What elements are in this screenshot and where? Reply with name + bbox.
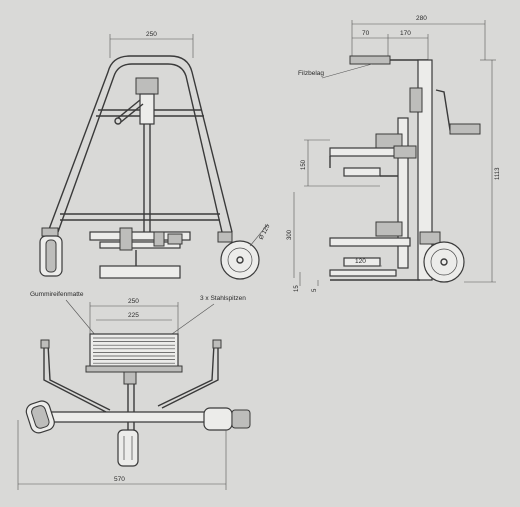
gummi-label: Gummireifenmatte [30, 291, 84, 298]
dim-plan-225: 225 [128, 312, 139, 319]
stahl-label: 3 x Stahlspitzen [200, 295, 246, 302]
side-view: 280 70 170 Filzbelag 150 [287, 15, 501, 292]
dim-side-150: 150 [301, 159, 307, 170]
dim-side-170: 170 [400, 30, 411, 37]
side-crank [449, 123, 481, 135]
side-wheel [423, 241, 465, 283]
dim-side-120: 120 [355, 258, 366, 265]
crank-housing [135, 77, 159, 95]
lower-jaw [329, 237, 411, 247]
front-view: 250 Ø 125 [39, 31, 272, 280]
main-post [417, 59, 433, 281]
dim-plan-570: 570 [114, 476, 125, 483]
plan-right-wheel [203, 407, 233, 431]
clamp-base [99, 265, 181, 279]
dim-side-5: 5 [312, 288, 318, 292]
plan-handle [117, 429, 139, 467]
filzbelag-label: Filzbelag [298, 70, 324, 77]
dim-plan-250: 250 [128, 298, 139, 305]
dim-side-70: 70 [362, 30, 370, 37]
rubber-mat [89, 333, 179, 371]
dim-side-total: 280 [416, 15, 427, 22]
wheel-diameter-label: Ø 125 [258, 223, 271, 241]
plan-axle [43, 411, 223, 423]
plan-view: Gummireifenmatte 3 x Stahlspitzen 250 22… [17, 291, 251, 490]
front-right-wheel [220, 240, 260, 280]
dim-side-300: 300 [287, 229, 293, 240]
dim-front-width: 250 [146, 31, 157, 38]
dim-side-15: 15 [294, 285, 300, 292]
dim-side-height: 1113 [495, 167, 501, 180]
